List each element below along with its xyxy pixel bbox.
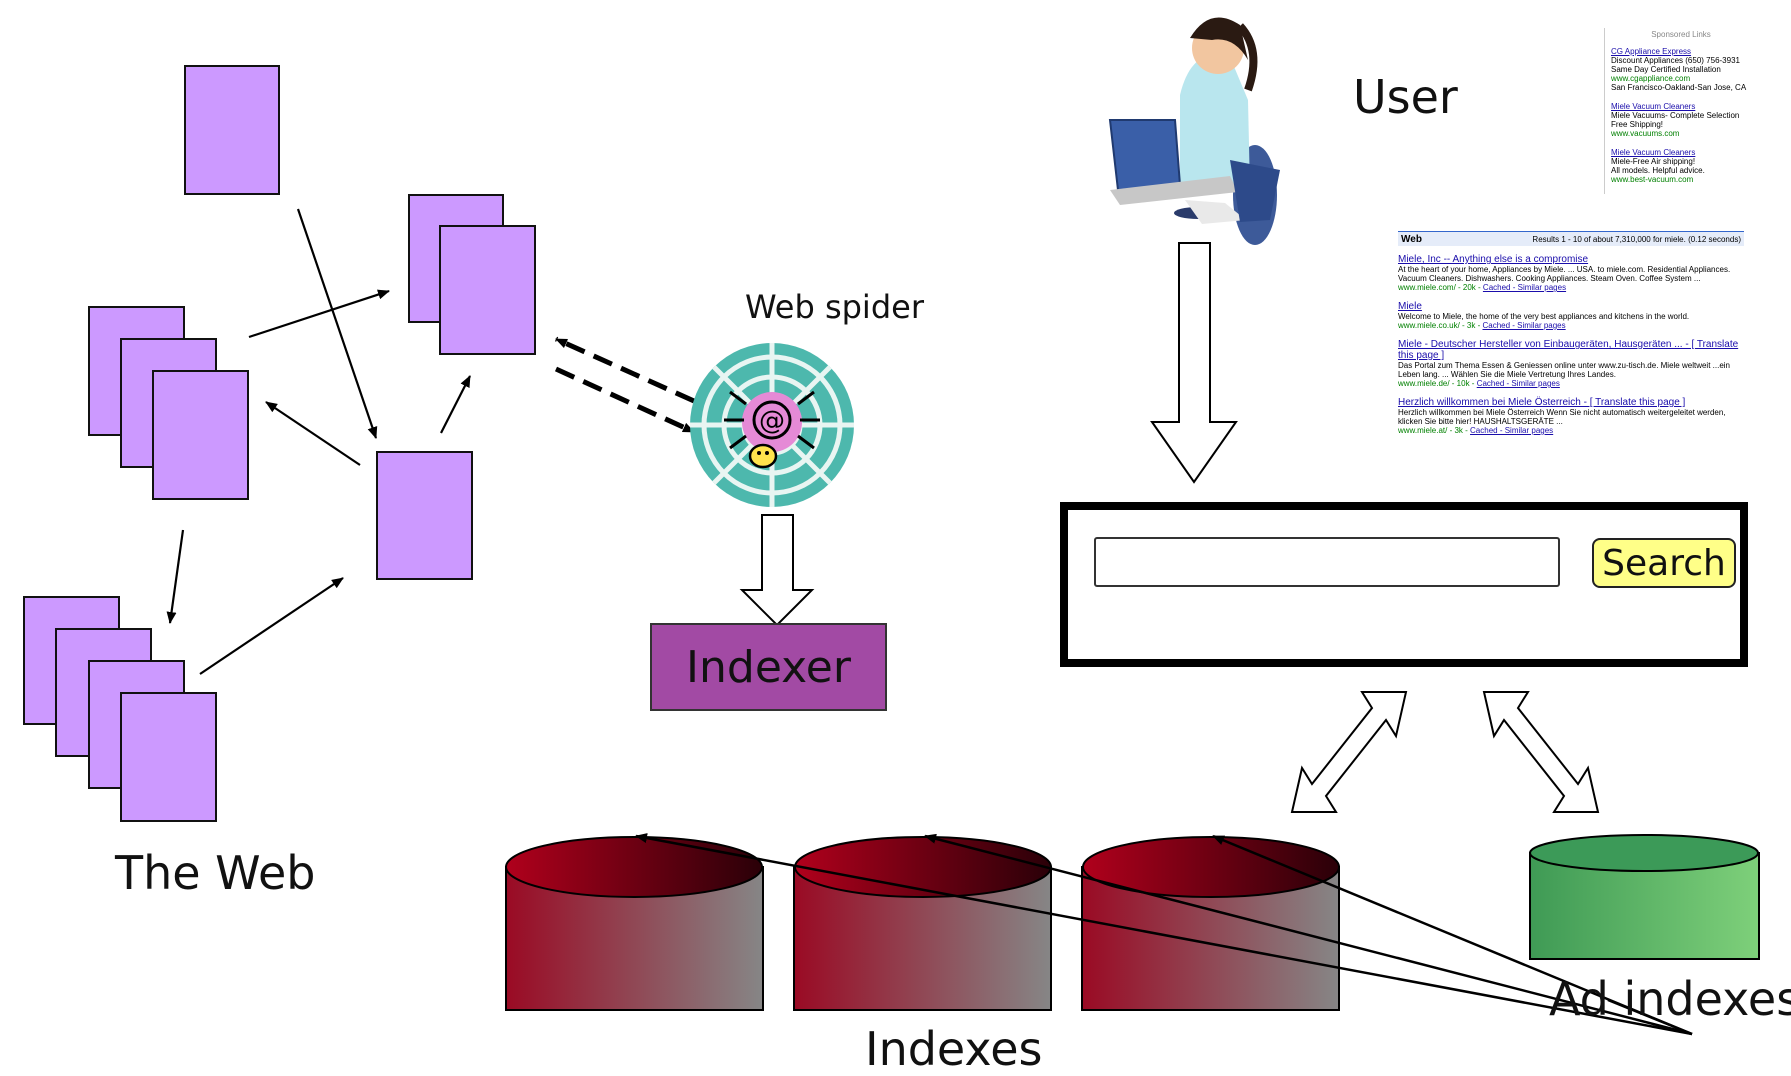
ad-line: San Francisco-Oakland-San Jose, CA: [1611, 83, 1747, 92]
index-database: [793, 836, 1052, 1011]
ad-line: Free Shipping!: [1611, 120, 1664, 129]
result-links[interactable]: Cached - Similar pages: [1470, 426, 1554, 435]
ad-line: Discount Appliances (650) 756-3931: [1611, 56, 1740, 65]
result-snippet: Herzlich willkommen bei Miele Österreich…: [1398, 408, 1726, 426]
the-web-label: The Web: [115, 846, 316, 900]
result-title-link[interactable]: Miele - Deutscher Hersteller von Einbaug…: [1398, 339, 1739, 361]
web-page: [120, 692, 217, 822]
sponsored-links: Sponsored Links CG Appliance Express Dis…: [1604, 28, 1751, 194]
ad-indexes-label: Ad indexes: [1549, 972, 1791, 1026]
ad-line: Miele Vacuums- Complete Selection: [1611, 111, 1740, 120]
web-page: [439, 225, 536, 355]
results-bar: Web Results 1 - 10 of about 7,310,000 fo…: [1398, 231, 1744, 246]
search-ads-double-arrow: [1482, 691, 1600, 813]
search-input[interactable]: [1094, 537, 1560, 587]
result-item: Herzlich willkommen bei Miele Österreich…: [1398, 397, 1744, 435]
ad-index-database: [1529, 834, 1760, 960]
result-url: www.miele.de/ - 10k -: [1398, 379, 1475, 388]
search-results: Web Results 1 - 10 of about 7,310,000 fo…: [1398, 231, 1744, 444]
ad-item: CG Appliance Express Discount Appliances…: [1611, 47, 1751, 92]
ad-item: Miele Vacuum Cleaners Miele-Free Air shi…: [1611, 148, 1751, 184]
ad-line: Miele-Free Air shipping!: [1611, 157, 1696, 166]
result-url: www.miele.com/ - 20k -: [1398, 283, 1481, 292]
svg-text:@: @: [759, 406, 785, 436]
result-title-link[interactable]: Miele, Inc -- Anything else is a comprom…: [1398, 254, 1589, 265]
ad-line: All models. Helpful advice.: [1611, 166, 1705, 175]
result-snippet: At the heart of your home, Appliances by…: [1398, 265, 1731, 283]
web-page: [184, 65, 280, 195]
ad-title-link[interactable]: CG Appliance Express: [1611, 47, 1692, 56]
ad-title-link[interactable]: Miele Vacuum Cleaners: [1611, 148, 1696, 157]
indexer-box: Indexer: [650, 623, 887, 711]
spider-to-indexer-arrow: [739, 514, 815, 627]
result-item: Miele - Deutscher Hersteller von Einbaug…: [1398, 339, 1744, 388]
results-summary: Results 1 - 10 of about 7,310,000 for mi…: [1532, 234, 1741, 244]
result-item: Miele, Inc -- Anything else is a comprom…: [1398, 254, 1744, 292]
web-page: [152, 370, 249, 500]
ad-url: www.cgappliance.com: [1611, 74, 1691, 83]
result-links[interactable]: Cached - Similar pages: [1482, 283, 1567, 292]
web-spider-icon: @: [690, 343, 854, 507]
index-database: [505, 836, 764, 1011]
result-links[interactable]: Cached - Similar pages: [1482, 321, 1566, 330]
search-index-double-arrow: [1290, 691, 1408, 813]
result-item: Miele Welcome to Miele, the home of the …: [1398, 301, 1744, 330]
web-page: [376, 451, 473, 580]
spider-crawl-arrows: [554, 336, 696, 435]
search-button[interactable]: Search: [1592, 538, 1736, 588]
ad-url: www.best-vacuum.com: [1611, 175, 1694, 184]
ad-url: www.vacuums.com: [1611, 129, 1680, 138]
user-label: User: [1353, 70, 1458, 124]
result-snippet: Das Portal zum Thema Essen & Geniessen o…: [1398, 361, 1730, 379]
user-to-search-arrow: [1150, 242, 1238, 484]
ad-title-link[interactable]: Miele Vacuum Cleaners: [1611, 102, 1696, 111]
result-links[interactable]: Cached - Similar pages: [1476, 379, 1560, 388]
result-title-link[interactable]: Miele: [1398, 301, 1422, 312]
web-spider-label: Web spider: [745, 288, 924, 326]
ad-line: Same Day Certified Installation: [1611, 65, 1721, 74]
index-database: [1081, 836, 1340, 1011]
user-at-laptop-icon: [1108, 17, 1280, 245]
callout-lines: [635, 833, 1693, 1036]
indexes-label: Indexes: [865, 1022, 1043, 1076]
result-url: www.miele.co.uk/ - 3k -: [1398, 321, 1481, 330]
ad-item: Miele Vacuum Cleaners Miele Vacuums- Com…: [1611, 102, 1751, 138]
result-title-link[interactable]: Herzlich willkommen bei Miele Österreich…: [1398, 397, 1686, 408]
sponsored-title: Sponsored Links: [1651, 30, 1711, 39]
result-url: www.miele.at/ - 3k -: [1398, 426, 1468, 435]
results-section-label: Web: [1401, 233, 1422, 245]
web-link-arrows: [166, 208, 471, 675]
result-snippet: Welcome to Miele, the home of the very b…: [1398, 312, 1690, 321]
